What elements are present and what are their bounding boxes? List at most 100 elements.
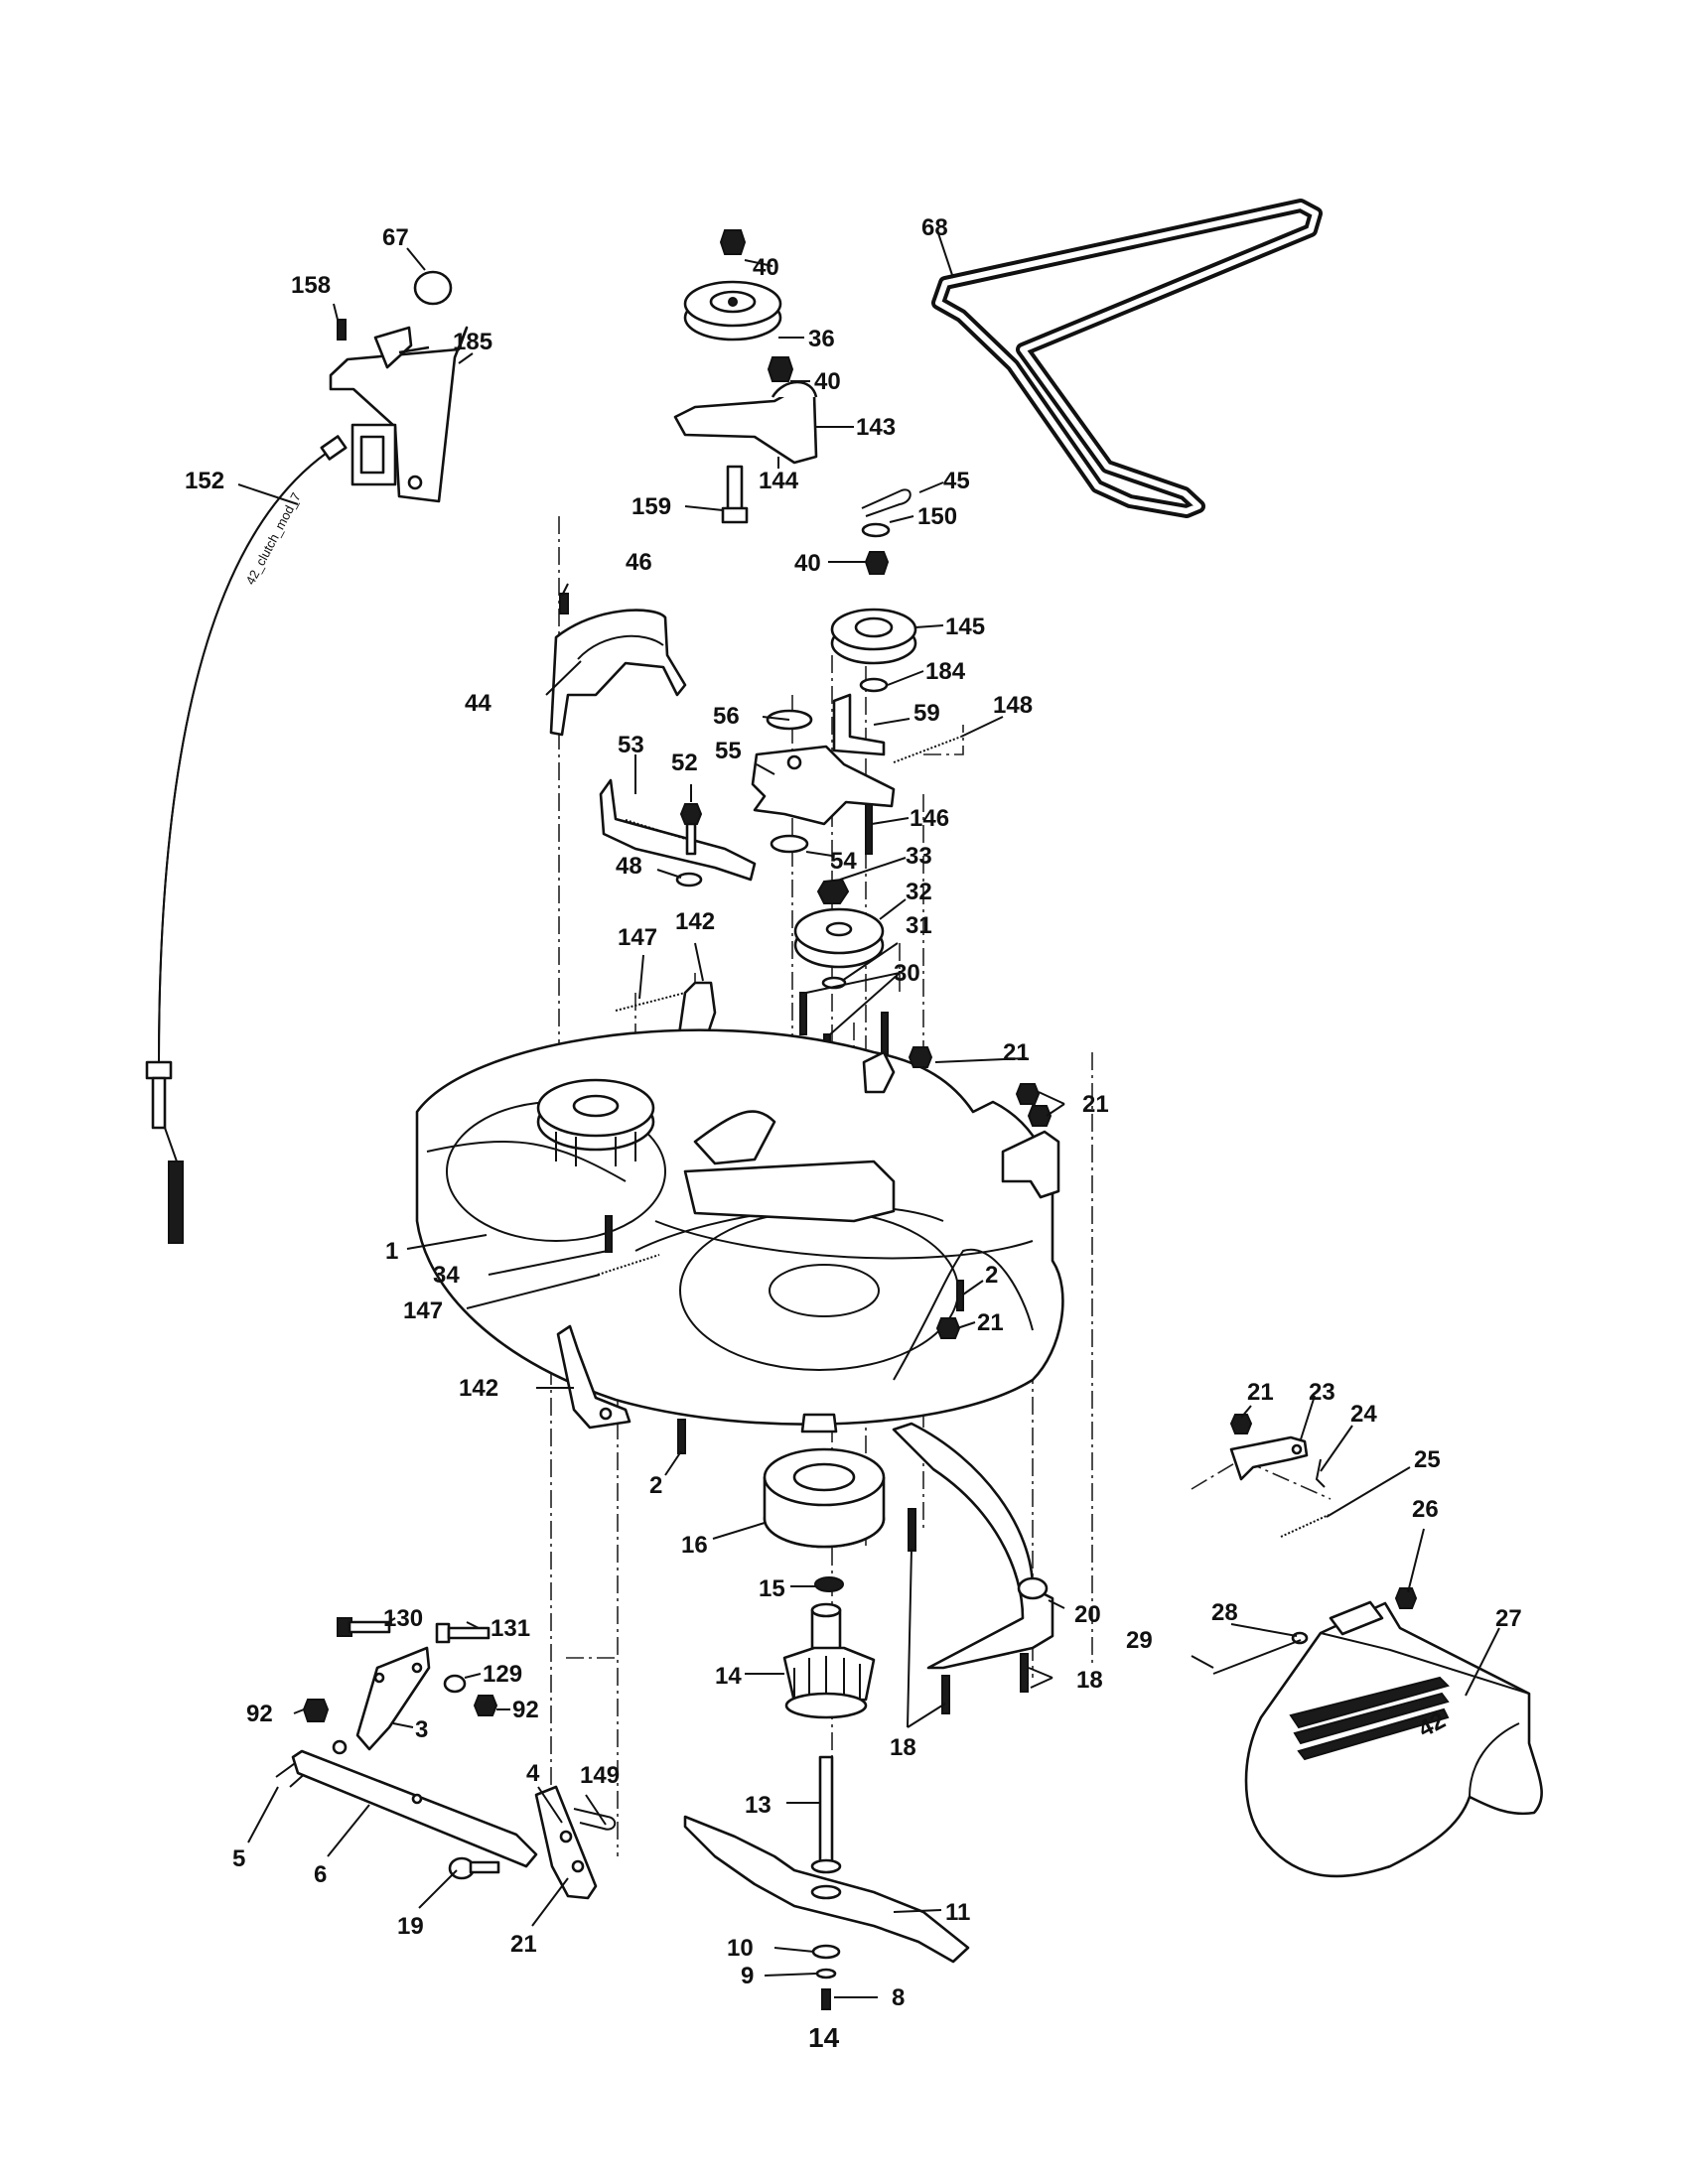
callout-18-right: 18 — [1076, 1667, 1103, 1694]
part-4-bracket — [534, 1785, 598, 1900]
part-149-hairpin — [573, 1808, 617, 1831]
callout-147-upper: 147 — [618, 924, 657, 951]
part-21-nut-upper — [908, 1046, 1052, 1127]
callout-130: 130 — [383, 1605, 423, 1632]
part-55-pivot-plate — [751, 745, 896, 826]
part-14-spindle-housing — [782, 1602, 876, 1719]
callout-185: 185 — [453, 329, 492, 355]
callout-152: 152 — [185, 468, 224, 494]
part-deck-right-plate — [862, 1050, 896, 1094]
part-15-bearing — [814, 1576, 844, 1592]
callout-40-mid: 40 — [814, 368, 841, 395]
part-158-screw — [337, 319, 347, 341]
part-131-bolt — [435, 1622, 491, 1644]
callout-20: 20 — [1074, 1601, 1101, 1628]
part-21-nut-deflector — [1229, 1414, 1253, 1434]
callout-144: 144 — [759, 468, 799, 494]
callout-9: 9 — [741, 1963, 754, 1989]
part-33-nut — [816, 878, 850, 904]
callout-40-lower: 40 — [794, 550, 821, 577]
callout-33: 33 — [906, 843, 932, 870]
callout-146: 146 — [910, 805, 949, 832]
callout-92-right: 92 — [512, 1697, 539, 1723]
callout-129: 129 — [483, 1661, 522, 1688]
callout-34: 34 — [433, 1262, 460, 1289]
part-130-bolt — [337, 1617, 391, 1637]
part-147-spring-lower — [597, 1254, 660, 1276]
callout-24: 24 — [1350, 1401, 1377, 1428]
callout-27: 27 — [1495, 1605, 1522, 1632]
part-21-nut-deck — [935, 1317, 961, 1339]
callout-21-deck: 21 — [977, 1309, 1004, 1336]
callout-54: 54 — [830, 848, 857, 875]
part-159-bolt — [721, 465, 749, 524]
callout-15: 15 — [759, 1575, 785, 1602]
callout-1: 1 — [385, 1238, 398, 1265]
part-44-belt-guard — [549, 609, 687, 737]
callout-131: 131 — [491, 1615, 530, 1642]
part-16-bearing-housing — [763, 1447, 886, 1549]
callout-53: 53 — [618, 732, 644, 758]
part-deck-spindle-pulley — [536, 1078, 655, 1166]
callout-3: 3 — [415, 1716, 428, 1743]
part-2-bolt-right — [956, 1280, 964, 1311]
part-150-washer — [861, 522, 891, 538]
callout-159: 159 — [632, 493, 671, 520]
part-148-spring — [893, 736, 962, 763]
callout-21-linkage: 21 — [510, 1931, 537, 1958]
callout-26: 26 — [1412, 1496, 1439, 1523]
part-13-spindle-shaft — [810, 1755, 842, 1874]
part-23-bracket — [1229, 1435, 1309, 1481]
callout-32: 32 — [906, 879, 932, 905]
part-1-mower-deck — [415, 1028, 1064, 1433]
callout-148: 148 — [993, 692, 1033, 719]
callout-21-a: 21 — [1003, 1039, 1030, 1066]
part-147-spring-upper — [615, 992, 686, 1012]
callout-labels: 67 158 185 152 40 36 40 143 144 159 68 4… — [185, 214, 1522, 2011]
callout-67: 67 — [382, 224, 409, 251]
part-54-washer — [770, 834, 809, 854]
figure-number: 14 — [808, 2022, 840, 2053]
part-142-bracket-lower — [556, 1324, 632, 1430]
callout-23: 23 — [1309, 1379, 1335, 1406]
part-184-washer — [859, 677, 889, 693]
part-25-spring — [1280, 1514, 1330, 1538]
callout-44: 44 — [465, 690, 491, 717]
part-27-discharge-chute — [1244, 1600, 1543, 1878]
callout-150: 150 — [917, 503, 957, 530]
part-152-clutch-cable — [145, 435, 348, 1244]
callout-2-right: 2 — [985, 1262, 998, 1289]
callout-11: 11 — [945, 1899, 970, 1926]
part-40-nut-top — [719, 229, 747, 255]
callout-56: 56 — [713, 703, 740, 730]
callout-25: 25 — [1414, 1446, 1441, 1473]
callout-143: 143 — [856, 414, 896, 441]
part-46-screw — [559, 593, 569, 614]
part-34-bolt — [605, 1215, 613, 1253]
part-45-hairpin — [861, 488, 912, 517]
callout-2-lower: 2 — [649, 1472, 662, 1499]
callout-14-spindle: 14 — [715, 1663, 742, 1690]
part-52-bolt — [679, 803, 703, 856]
part-deck-pivot-bracket — [683, 1110, 896, 1223]
callout-16: 16 — [681, 1532, 708, 1559]
callout-18-left: 18 — [890, 1734, 916, 1761]
callout-92-left: 92 — [246, 1701, 273, 1727]
callout-142-upper: 142 — [675, 908, 715, 935]
callout-21-b: 21 — [1082, 1091, 1109, 1118]
callout-52: 52 — [671, 750, 698, 776]
callout-48: 48 — [616, 853, 642, 880]
callout-13: 13 — [745, 1792, 772, 1819]
callout-68: 68 — [921, 214, 948, 241]
part-40-nut-mid — [767, 356, 794, 382]
callout-55: 55 — [715, 738, 742, 764]
part-92-nut-left — [302, 1699, 330, 1722]
callout-4: 4 — [526, 1760, 540, 1787]
part-9-washer — [815, 1968, 837, 1979]
callout-184: 184 — [925, 658, 966, 685]
callout-5: 5 — [232, 1845, 245, 1872]
callout-29: 29 — [1126, 1627, 1153, 1654]
callout-149: 149 — [580, 1762, 620, 1789]
